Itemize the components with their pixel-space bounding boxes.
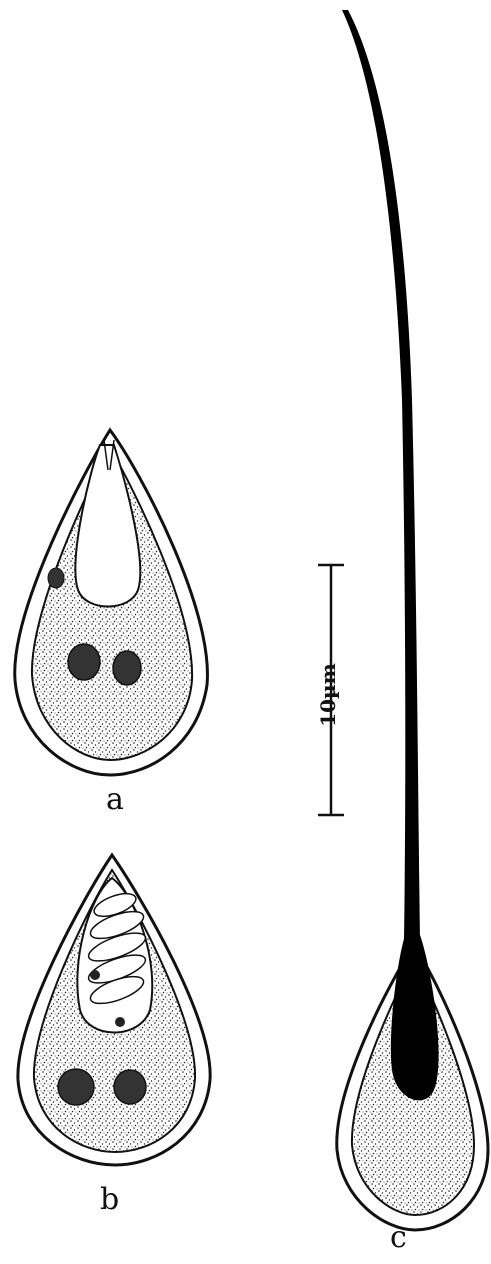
spore-c — [337, 10, 488, 1230]
nucleus — [58, 1069, 94, 1105]
spore-b — [18, 855, 210, 1165]
spore-a — [15, 430, 208, 775]
nucleus — [113, 651, 141, 685]
panel-label-c: c — [390, 1220, 407, 1255]
scale-bar-label: 10µm — [316, 663, 340, 727]
polar-capsule — [391, 935, 439, 1100]
polar-filament — [342, 10, 420, 940]
nucleus — [68, 644, 100, 680]
panel-label-a: a — [106, 782, 124, 817]
nucleus — [114, 1070, 146, 1104]
vacuole-dot — [48, 568, 64, 588]
panel-label-b: b — [100, 1182, 119, 1217]
